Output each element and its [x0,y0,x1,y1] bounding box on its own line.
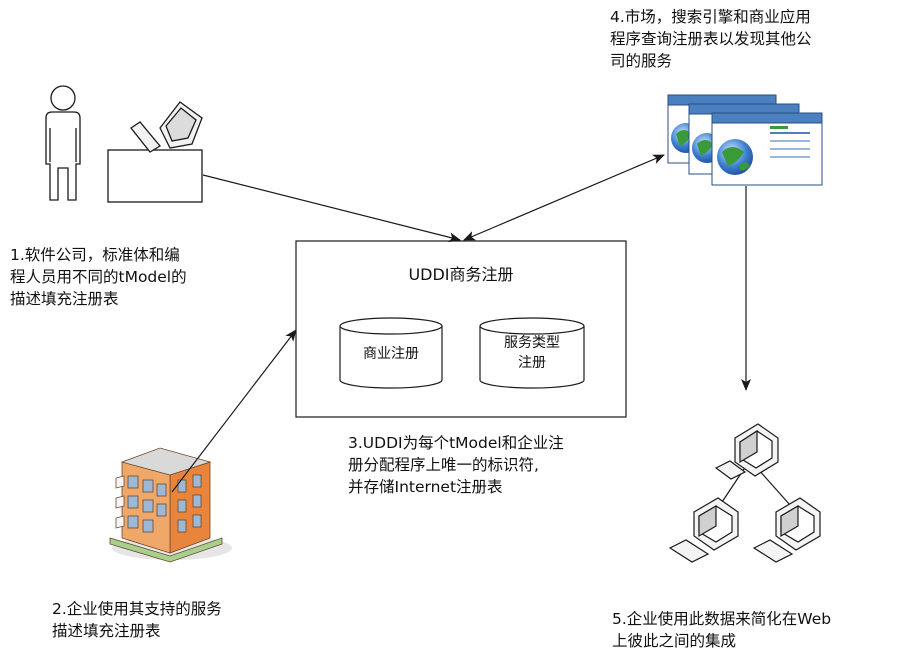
registry-title-text: UDDI商务注册 [408,265,514,284]
step1-line: 1.软件公司，标准体和编 [10,246,180,264]
step5-line: 5.企业使用此数据来简化在Web [612,610,832,628]
office-building-icon [109,447,232,563]
person-at-computer-icon [45,85,203,203]
step4-line: 4.市场，搜索引擎和商业应用 [610,8,811,26]
step4-line: 程序查询注册表以发现其他公 [610,30,812,48]
business-registry-label: 商业注册 [340,343,442,365]
step2-line: 描述填充注册表 [52,622,161,640]
step3-label: 3.UDDI为每个tModel和企业注 册分配程序上唯一的标识符, 并存储Int… [348,432,564,498]
networked-computers-icon [668,423,821,563]
service-registry-label-line: 服务类型 [504,335,560,351]
business-registry-label-line: 商业注册 [363,346,419,362]
arrow-developer-to-registry [202,174,461,243]
step3-line: 3.UDDI为每个tModel和企业注 [348,434,564,452]
step4-label: 4.市场，搜索引擎和商业应用 程序查询注册表以发现其他公 司的服务 [610,6,812,72]
arrows [171,154,751,493]
step4-line: 司的服务 [610,52,673,70]
step5-line: 上彼此之间的集成 [612,632,737,650]
registry-title: UDDI商务注册 [296,264,626,286]
step3-line: 并存储Internet注册表 [348,478,503,496]
step1-line: 程人员用不同的tModel的 [10,268,187,286]
browser-windows-icon [667,94,823,186]
step1-label: 1.软件公司，标准体和编 程人员用不同的tModel的 描述填充注册表 [10,244,187,310]
arrow-registry-to-browser [463,154,665,241]
step5-label: 5.企业使用此数据来简化在Web 上彼此之间的集成 [612,608,831,652]
business-registry-cylinder [339,317,443,389]
step2-label: 2.企业使用其支持的服务 描述填充注册表 [52,598,222,642]
step3-line: 册分配程序上唯一的标识符, [348,456,539,474]
service-registry-cylinder [479,317,585,389]
step2-line: 2.企业使用其支持的服务 [52,600,222,618]
step1-line: 描述填充注册表 [10,290,119,308]
service-registry-label: 服务类型 注册 [480,333,584,373]
service-registry-label-line: 注册 [518,355,546,371]
arrow-building-to-registry [171,329,297,493]
